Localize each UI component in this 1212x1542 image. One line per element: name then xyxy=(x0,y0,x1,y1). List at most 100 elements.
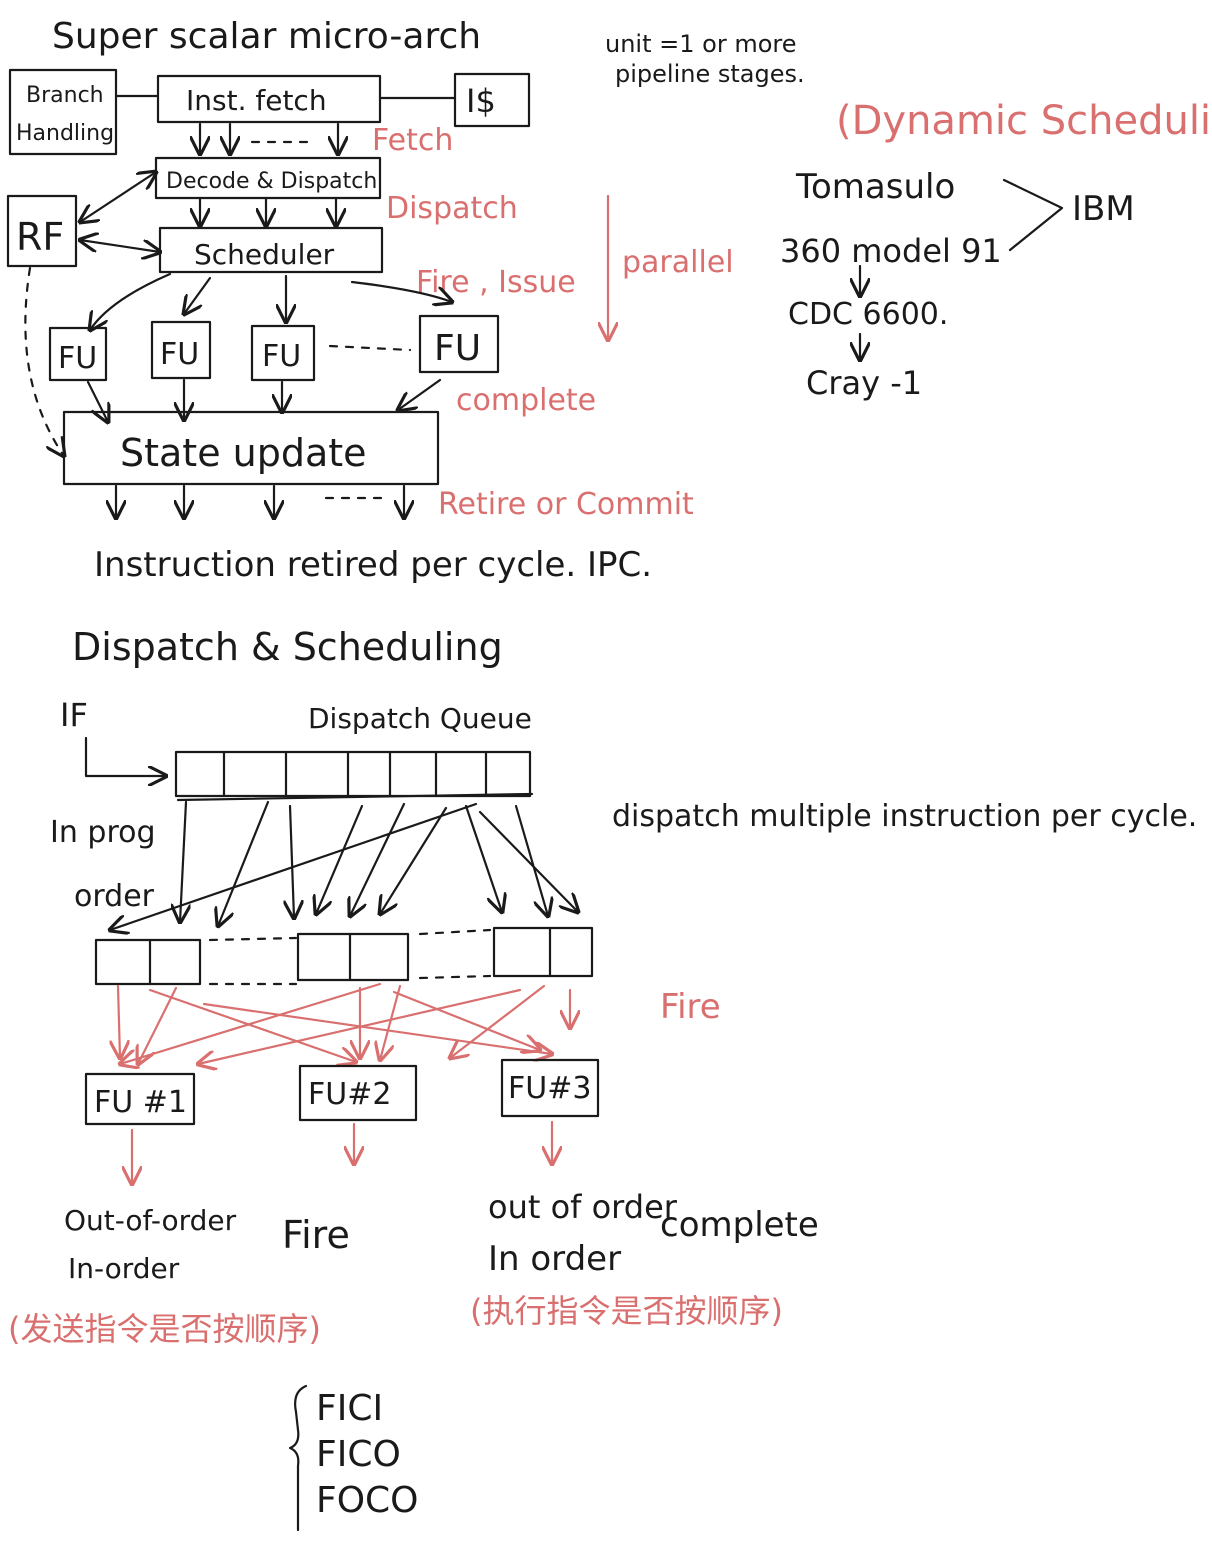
if-to-queue-arrow xyxy=(84,736,166,776)
dq-arrow-2 xyxy=(218,800,270,926)
fire-arrow-9 xyxy=(202,1002,552,1054)
queue-underline xyxy=(176,792,534,802)
dq-arrow-4 xyxy=(316,804,364,914)
if-label: IF xyxy=(60,696,88,734)
rf-box xyxy=(6,194,78,268)
res-gap-dashed-2 xyxy=(418,928,492,980)
scheduler-label: Scheduler xyxy=(194,238,335,271)
fu1-label: FU #1 xyxy=(94,1085,187,1120)
icache-label: I$ xyxy=(466,82,496,120)
fu-box-3 xyxy=(250,324,316,382)
queue-label: Dispatch Queue xyxy=(308,702,532,735)
parallel-label: parallel xyxy=(622,245,734,280)
fire-arrow-1 xyxy=(118,984,120,1058)
tomasulo-label: Tomasulo xyxy=(795,167,955,207)
fu3-label: FU#3 xyxy=(508,1071,591,1106)
res-buffer-2 xyxy=(296,932,410,982)
fu-label-1: FU xyxy=(58,341,97,376)
fire-arrow-7 xyxy=(380,984,402,1060)
dq-arrow-1 xyxy=(180,800,186,922)
fu-label-3: FU xyxy=(262,339,301,374)
unit-note-line2: pipeline stages. xyxy=(615,60,805,88)
rf-scheduler-arrow xyxy=(80,240,160,252)
state-update-label: State update xyxy=(120,431,367,475)
res-buffer-3 xyxy=(492,926,594,978)
dq-arrow-7 xyxy=(110,802,478,930)
dq-arrow-5 xyxy=(350,802,406,916)
scheduler-box xyxy=(158,226,384,274)
rf-decode-arrow xyxy=(80,172,156,222)
dynamic-scheduling-heading: (Dynamic Scheduling) xyxy=(836,98,1212,144)
cdc-label: CDC 6600. xyxy=(788,297,948,332)
stage-fetch-label: Fetch xyxy=(372,123,453,158)
left-out-of-order: Out-of-order xyxy=(64,1204,237,1237)
fu1-box xyxy=(84,1072,196,1126)
branch-label-1: Branch xyxy=(26,83,104,108)
ibm-label: IBM xyxy=(1072,189,1135,229)
fu-box-1 xyxy=(48,326,108,382)
fu-state-arrow-4 xyxy=(398,378,442,410)
sched-fu-arrow-4 xyxy=(350,280,452,302)
res-gap-dashed-1 xyxy=(208,936,298,986)
res-buffer-1 xyxy=(94,938,202,986)
cn-left-note: (发送指令是否按顺序) xyxy=(8,1310,321,1348)
dq-arrow-3 xyxy=(290,804,294,918)
in-prog-label-2: order xyxy=(74,879,155,914)
foco-label: FOCO xyxy=(316,1480,419,1521)
fu-box-2 xyxy=(150,320,212,380)
fici-label: FICI xyxy=(316,1388,383,1429)
state-update-box xyxy=(62,410,440,486)
fu-label-4: FU xyxy=(434,328,481,369)
dq-arrow-10 xyxy=(478,810,578,912)
branch-label-2: Handling xyxy=(16,121,114,146)
dispatch-queue xyxy=(174,750,532,798)
dq-arrow-6 xyxy=(380,806,448,914)
complete-word: complete xyxy=(660,1205,819,1245)
fire-label-red: Fire xyxy=(660,987,721,1027)
sched-fu-arrow-1 xyxy=(90,272,172,330)
rf-feedback-dashed xyxy=(24,266,64,456)
fu-box-4 xyxy=(418,314,500,374)
stage-fire-label: Fire , Issue xyxy=(416,265,576,300)
right-out-of-order: out of order xyxy=(488,1188,678,1226)
decode-dispatch-label: Decode & Dispatch xyxy=(166,169,377,194)
ipc-note: Instruction retired per cycle. IPC. xyxy=(94,545,652,585)
model-91-label: 360 model 91 xyxy=(780,232,1002,270)
fu2-label: FU#2 xyxy=(308,1077,391,1112)
unit-note-line1: unit =1 or more xyxy=(605,30,796,58)
dispatch-note: dispatch multiple instruction per cycle. xyxy=(612,799,1197,834)
right-in-order: In order xyxy=(488,1239,621,1279)
queue-dividers xyxy=(222,750,488,798)
cray-label: Cray -1 xyxy=(806,364,922,402)
fire-arrow-5 xyxy=(148,988,356,1062)
stage-dispatch-label: Dispatch xyxy=(386,191,518,226)
fu3-box xyxy=(500,1058,600,1118)
stage-retire-label: Retire or Commit xyxy=(438,487,694,522)
fire-arrow-2 xyxy=(138,986,178,1064)
dq-arrow-8 xyxy=(464,804,502,912)
sched-fu-arrow-2 xyxy=(184,276,212,314)
left-in-order: In-order xyxy=(68,1252,180,1285)
dq-arrow-9 xyxy=(514,804,548,916)
fu2-box xyxy=(298,1064,418,1122)
fu-label-2: FU xyxy=(160,337,199,372)
fu-ellipsis xyxy=(328,344,412,352)
fire-arrow-10 xyxy=(392,990,540,1050)
rf-label: RF xyxy=(16,215,64,259)
top-title: Super scalar micro-arch xyxy=(52,16,481,57)
fire-word: Fire xyxy=(282,1213,350,1257)
inst-fetch-label: Inst. fetch xyxy=(186,84,327,117)
branch-handling-box xyxy=(8,68,118,156)
stage-complete-label: complete xyxy=(456,383,596,418)
in-prog-label-1: In prog xyxy=(50,815,156,850)
bottom-title: Dispatch & Scheduling xyxy=(72,625,503,669)
fire-arrow-8 xyxy=(450,984,546,1058)
brace xyxy=(288,1384,308,1532)
fu-state-arrow-1 xyxy=(86,380,108,422)
cn-right-note: (执行指令是否按顺序) xyxy=(470,1292,783,1330)
icache-box xyxy=(453,72,531,128)
ibm-brace xyxy=(1002,178,1064,252)
fico-label: FICO xyxy=(316,1434,401,1475)
